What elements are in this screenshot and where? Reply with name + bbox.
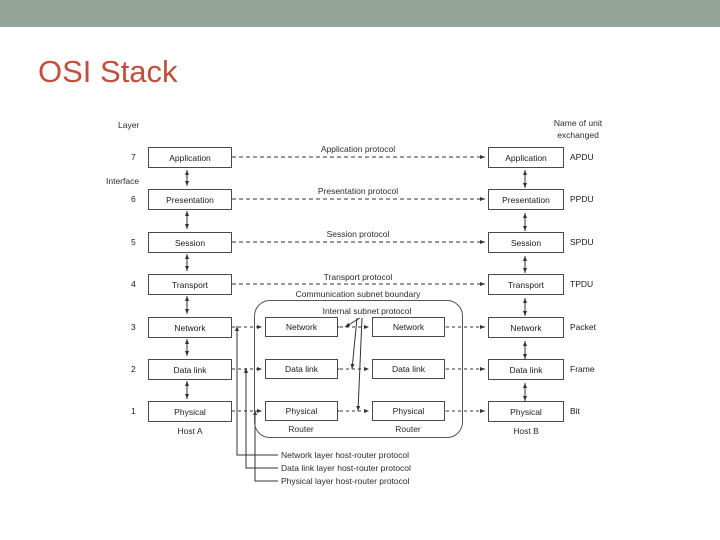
layer-number-4: 4 xyxy=(131,279,136,289)
page-title: OSI Stack xyxy=(38,54,178,89)
unit-name-bit: Bit xyxy=(570,406,580,416)
layer-number-7: 7 xyxy=(131,152,136,162)
layer-number-5: 5 xyxy=(131,237,136,247)
host-a-layer-application[interactable]: Application xyxy=(148,147,232,168)
layer-number-3: 3 xyxy=(131,322,136,332)
router1-layer-physical[interactable]: Physical xyxy=(265,401,338,421)
host-a-label: Host A xyxy=(177,426,203,436)
unit-header-line2: exchanged xyxy=(557,130,599,140)
unit-name-apdu: APDU xyxy=(570,152,594,162)
host-router-protocol-physical: Physical layer host-router protocol xyxy=(281,476,410,486)
host-b-layer-transport[interactable]: Transport xyxy=(488,274,564,295)
router2-layer-physical[interactable]: Physical xyxy=(372,401,445,421)
layer-number-1: 1 xyxy=(131,406,136,416)
interface-label: Interface xyxy=(106,176,140,186)
host-b-layer-presentation[interactable]: Presentation xyxy=(488,189,564,210)
host-b-layer-network[interactable]: Network xyxy=(488,317,564,338)
unit-name-packet: Packet xyxy=(570,322,596,332)
host-router-protocol-network: Network layer host-router protocol xyxy=(281,450,410,460)
internal-subnet-protocol-label: Internal subnet protocol xyxy=(322,306,412,316)
protocol-label-transport: Transport protocol xyxy=(323,272,393,282)
communication-subnet-boundary xyxy=(254,300,463,438)
router2-layer-data-link[interactable]: Data link xyxy=(372,359,445,379)
protocol-label-application: Application protocol xyxy=(320,144,396,154)
router1-layer-network[interactable]: Network xyxy=(265,317,338,337)
host-b-layer-data-link[interactable]: Data link xyxy=(488,359,564,380)
protocol-label-presentation: Presentation protocol xyxy=(317,186,399,196)
host-b-layer-physical[interactable]: Physical xyxy=(488,401,564,422)
router2-layer-network[interactable]: Network xyxy=(372,317,445,337)
layer-number-2: 2 xyxy=(131,364,136,374)
unit-name-tpdu: TPDU xyxy=(570,279,594,289)
unit-name-frame: Frame xyxy=(570,364,595,374)
router1-layer-data-link[interactable]: Data link xyxy=(265,359,338,379)
host-a-layer-data-link[interactable]: Data link xyxy=(148,359,232,380)
top-banner xyxy=(0,0,720,27)
subnet-boundary-label: Communication subnet boundary xyxy=(295,289,421,299)
layer-number-6: 6 xyxy=(131,194,136,204)
router2-label: Router xyxy=(395,424,421,434)
host-a-layer-session[interactable]: Session xyxy=(148,232,232,253)
host-a-layer-presentation[interactable]: Presentation xyxy=(148,189,232,210)
host-router-protocol-data-link: Data link layer host-router protocol xyxy=(281,463,411,473)
host-a-layer-physical[interactable]: Physical xyxy=(148,401,232,422)
unit-header-line1: Name of unit xyxy=(553,118,603,128)
unit-name-spdu: SPDU xyxy=(570,237,594,247)
host-b-layer-application[interactable]: Application xyxy=(488,147,564,168)
host-b-label: Host B xyxy=(513,426,539,436)
protocol-label-session: Session protocol xyxy=(326,229,390,239)
router1-label: Router xyxy=(288,424,314,434)
layer-header: Layer xyxy=(118,120,140,130)
host-a-layer-transport[interactable]: Transport xyxy=(148,274,232,295)
host-b-layer-session[interactable]: Session xyxy=(488,232,564,253)
unit-name-ppdu: PPDU xyxy=(570,194,594,204)
host-a-layer-network[interactable]: Network xyxy=(148,317,232,338)
